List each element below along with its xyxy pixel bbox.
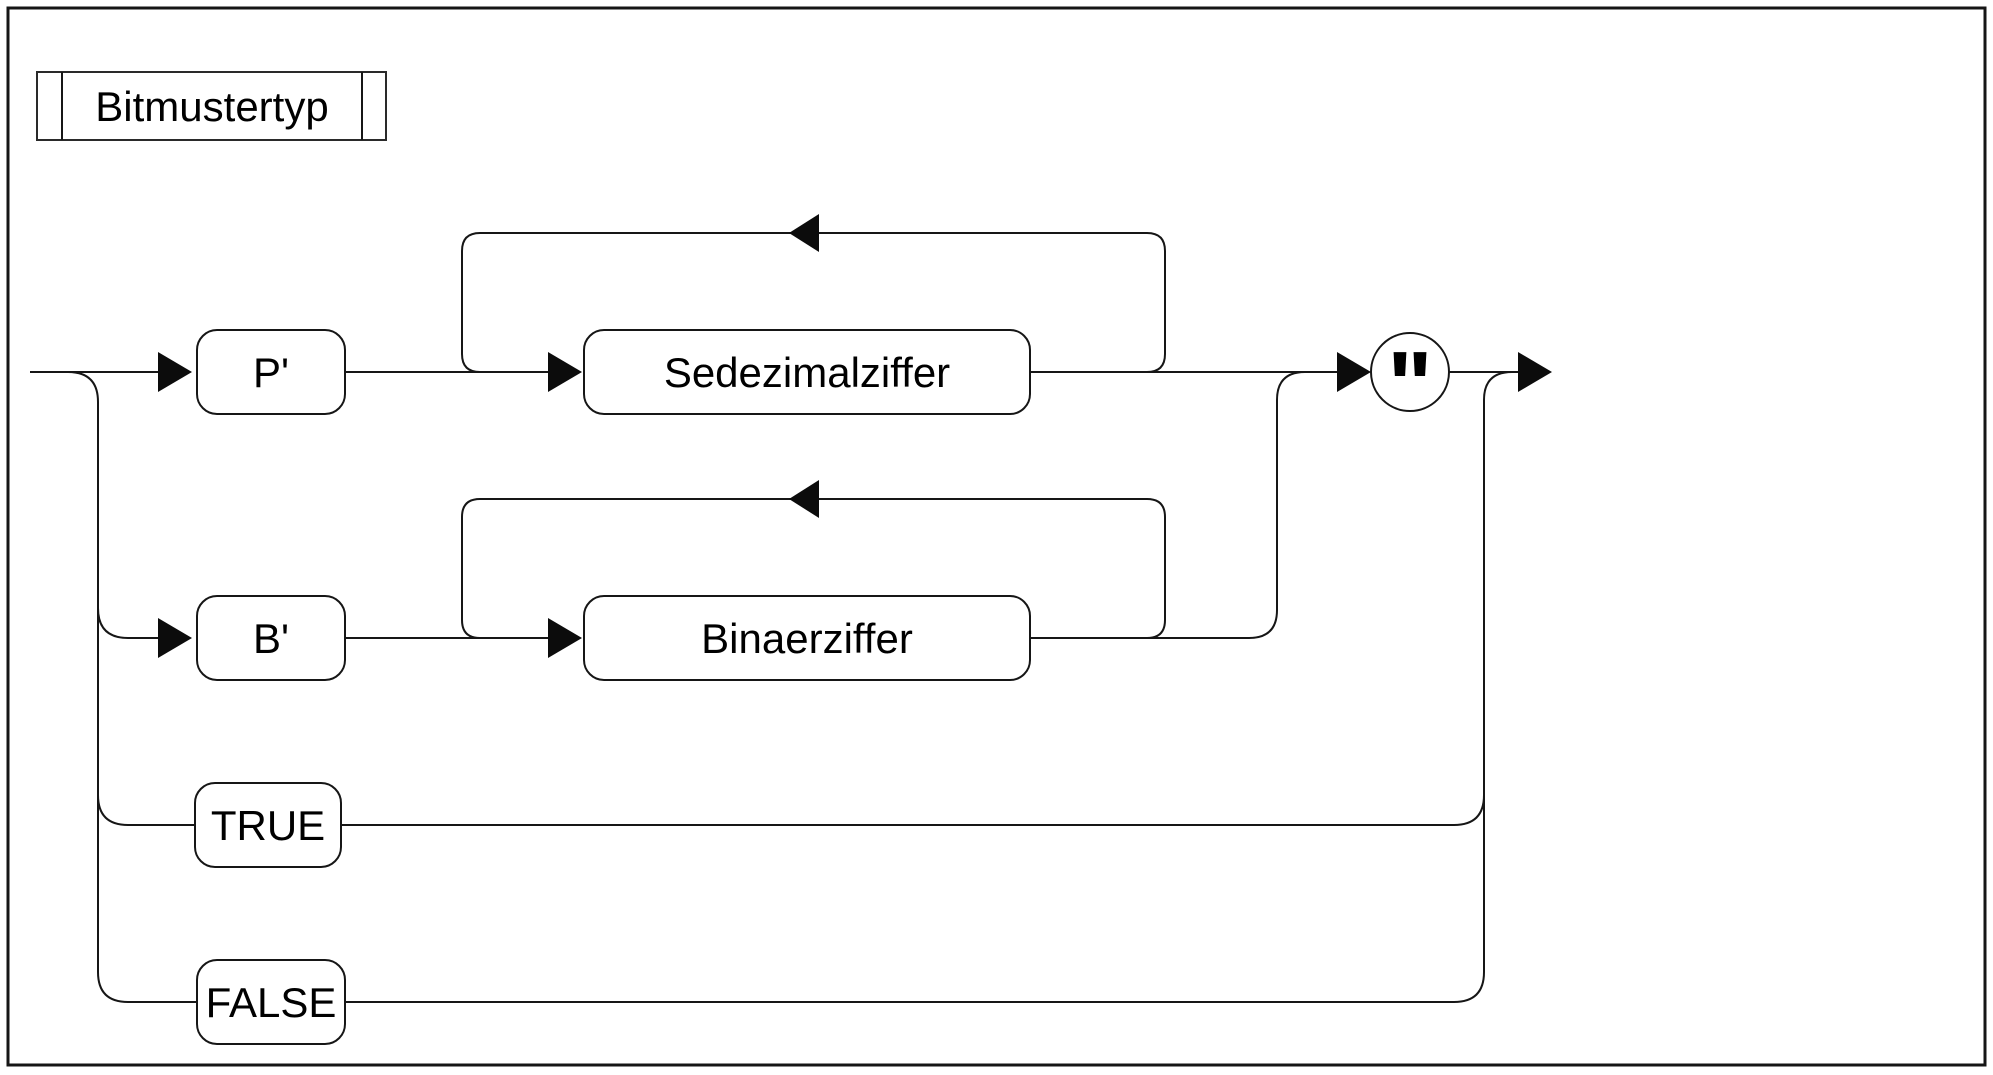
rule-title-box: Bitmustertyp <box>36 71 387 141</box>
arrow-right-icon <box>1337 352 1371 392</box>
terminal-b-prefix: B' <box>196 595 346 681</box>
nonterminal-binaerziffer-box <box>583 595 1031 681</box>
arrow-right-icon <box>158 618 192 658</box>
arrow-right-icon <box>548 618 582 658</box>
terminal-p-prefix-label: P' <box>253 349 289 396</box>
terminal-false: FALSE <box>196 959 346 1045</box>
terminal-b-prefix-label: B' <box>253 615 289 662</box>
exit-arrow-right-icon <box>1518 352 1552 392</box>
terminal-quote-circle <box>1370 332 1450 412</box>
arrow-right-icon <box>158 352 192 392</box>
terminal-p-prefix-box <box>196 329 346 415</box>
b-row-connector <box>345 371 1306 639</box>
terminal-true: TRUE <box>194 782 342 868</box>
terminal-quote-label: " <box>1387 332 1433 439</box>
rule-title: Bitmustertyp <box>95 83 328 130</box>
terminal-false-box <box>196 959 346 1045</box>
diagram-border <box>6 6 1987 1067</box>
nonterminal-sedezimalziffer: Sedezimalziffer <box>583 329 1031 415</box>
terminal-p-prefix: P' <box>196 329 346 415</box>
terminal-true-box <box>194 782 342 868</box>
arrow-right-icon <box>548 352 582 392</box>
terminal-false-label: FALSE <box>206 979 337 1026</box>
arrow-left-icon <box>789 214 819 252</box>
true-row-connector <box>341 794 1485 826</box>
terminal-b-prefix-box <box>196 595 346 681</box>
terminal-quote: " <box>1370 332 1450 439</box>
terminal-true-label: TRUE <box>211 802 325 849</box>
nonterminal-binaerziffer: Binaerziffer <box>583 595 1031 681</box>
rule-title-box-frame <box>36 71 387 141</box>
nonterminal-sedezimalziffer-box <box>583 329 1031 415</box>
arrow-left-icon <box>789 480 819 518</box>
false-row-connector <box>345 371 1513 1003</box>
nonterminal-binaerziffer-label: Binaerziffer <box>701 615 913 662</box>
left-branch-trunk <box>67 371 197 1003</box>
nonterminal-sedezimalziffer-label: Sedezimalziffer <box>664 349 950 396</box>
